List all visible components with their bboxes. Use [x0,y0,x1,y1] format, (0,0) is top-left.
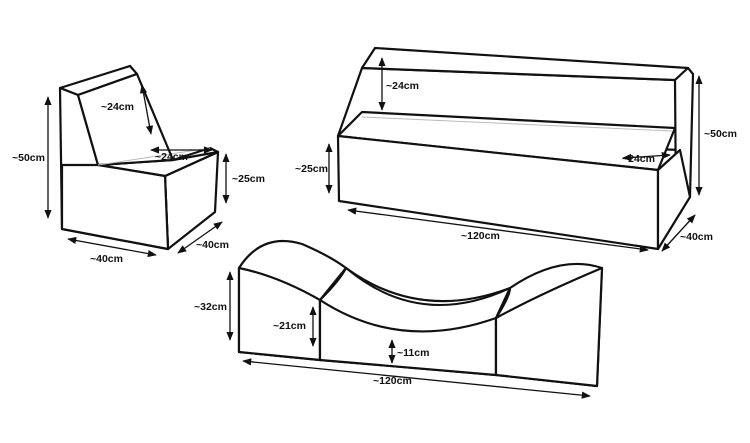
chair-backrest-label: ~24cm [101,101,134,113]
sofa-length-label: ~120cm [461,230,500,242]
sofa-dimensions: ~24cm ~25cm ~24cm ~50cm ~120cm ~40cm [295,57,737,253]
chair-height-label: ~50cm [12,152,45,164]
sofa-depth-label: ~40cm [680,231,713,243]
sofa-seat-depth-label: ~24cm [622,153,655,165]
lounger-length-label: ~120cm [373,375,412,387]
sofa-height-label: ~50cm [704,128,737,140]
chair-depth-label: ~40cm [196,239,229,251]
lounger-drawing [237,239,604,388]
lounger-dimensions: ~32cm ~21cm ~11cm ~120cm [194,271,591,399]
lounger-center-height-label: ~11cm [397,347,429,359]
chair-drawing [58,64,220,251]
sofa-backrest-label: ~24cm [386,80,419,92]
lounger-curve-height-label: ~21cm [273,320,306,332]
chair-width-label: ~40cm [90,253,123,265]
chair-seat-depth-label: ~24cm [155,151,188,163]
chair-dimensions: ~50cm ~24cm ~24cm ~25cm ~40cm ~40cm [12,84,265,265]
sofa-seat-height-label: ~25cm [295,163,328,175]
sofa-drawing [336,46,695,251]
chair-seat-height-label: ~25cm [232,173,265,185]
lounger-height-label: ~32cm [194,301,227,313]
